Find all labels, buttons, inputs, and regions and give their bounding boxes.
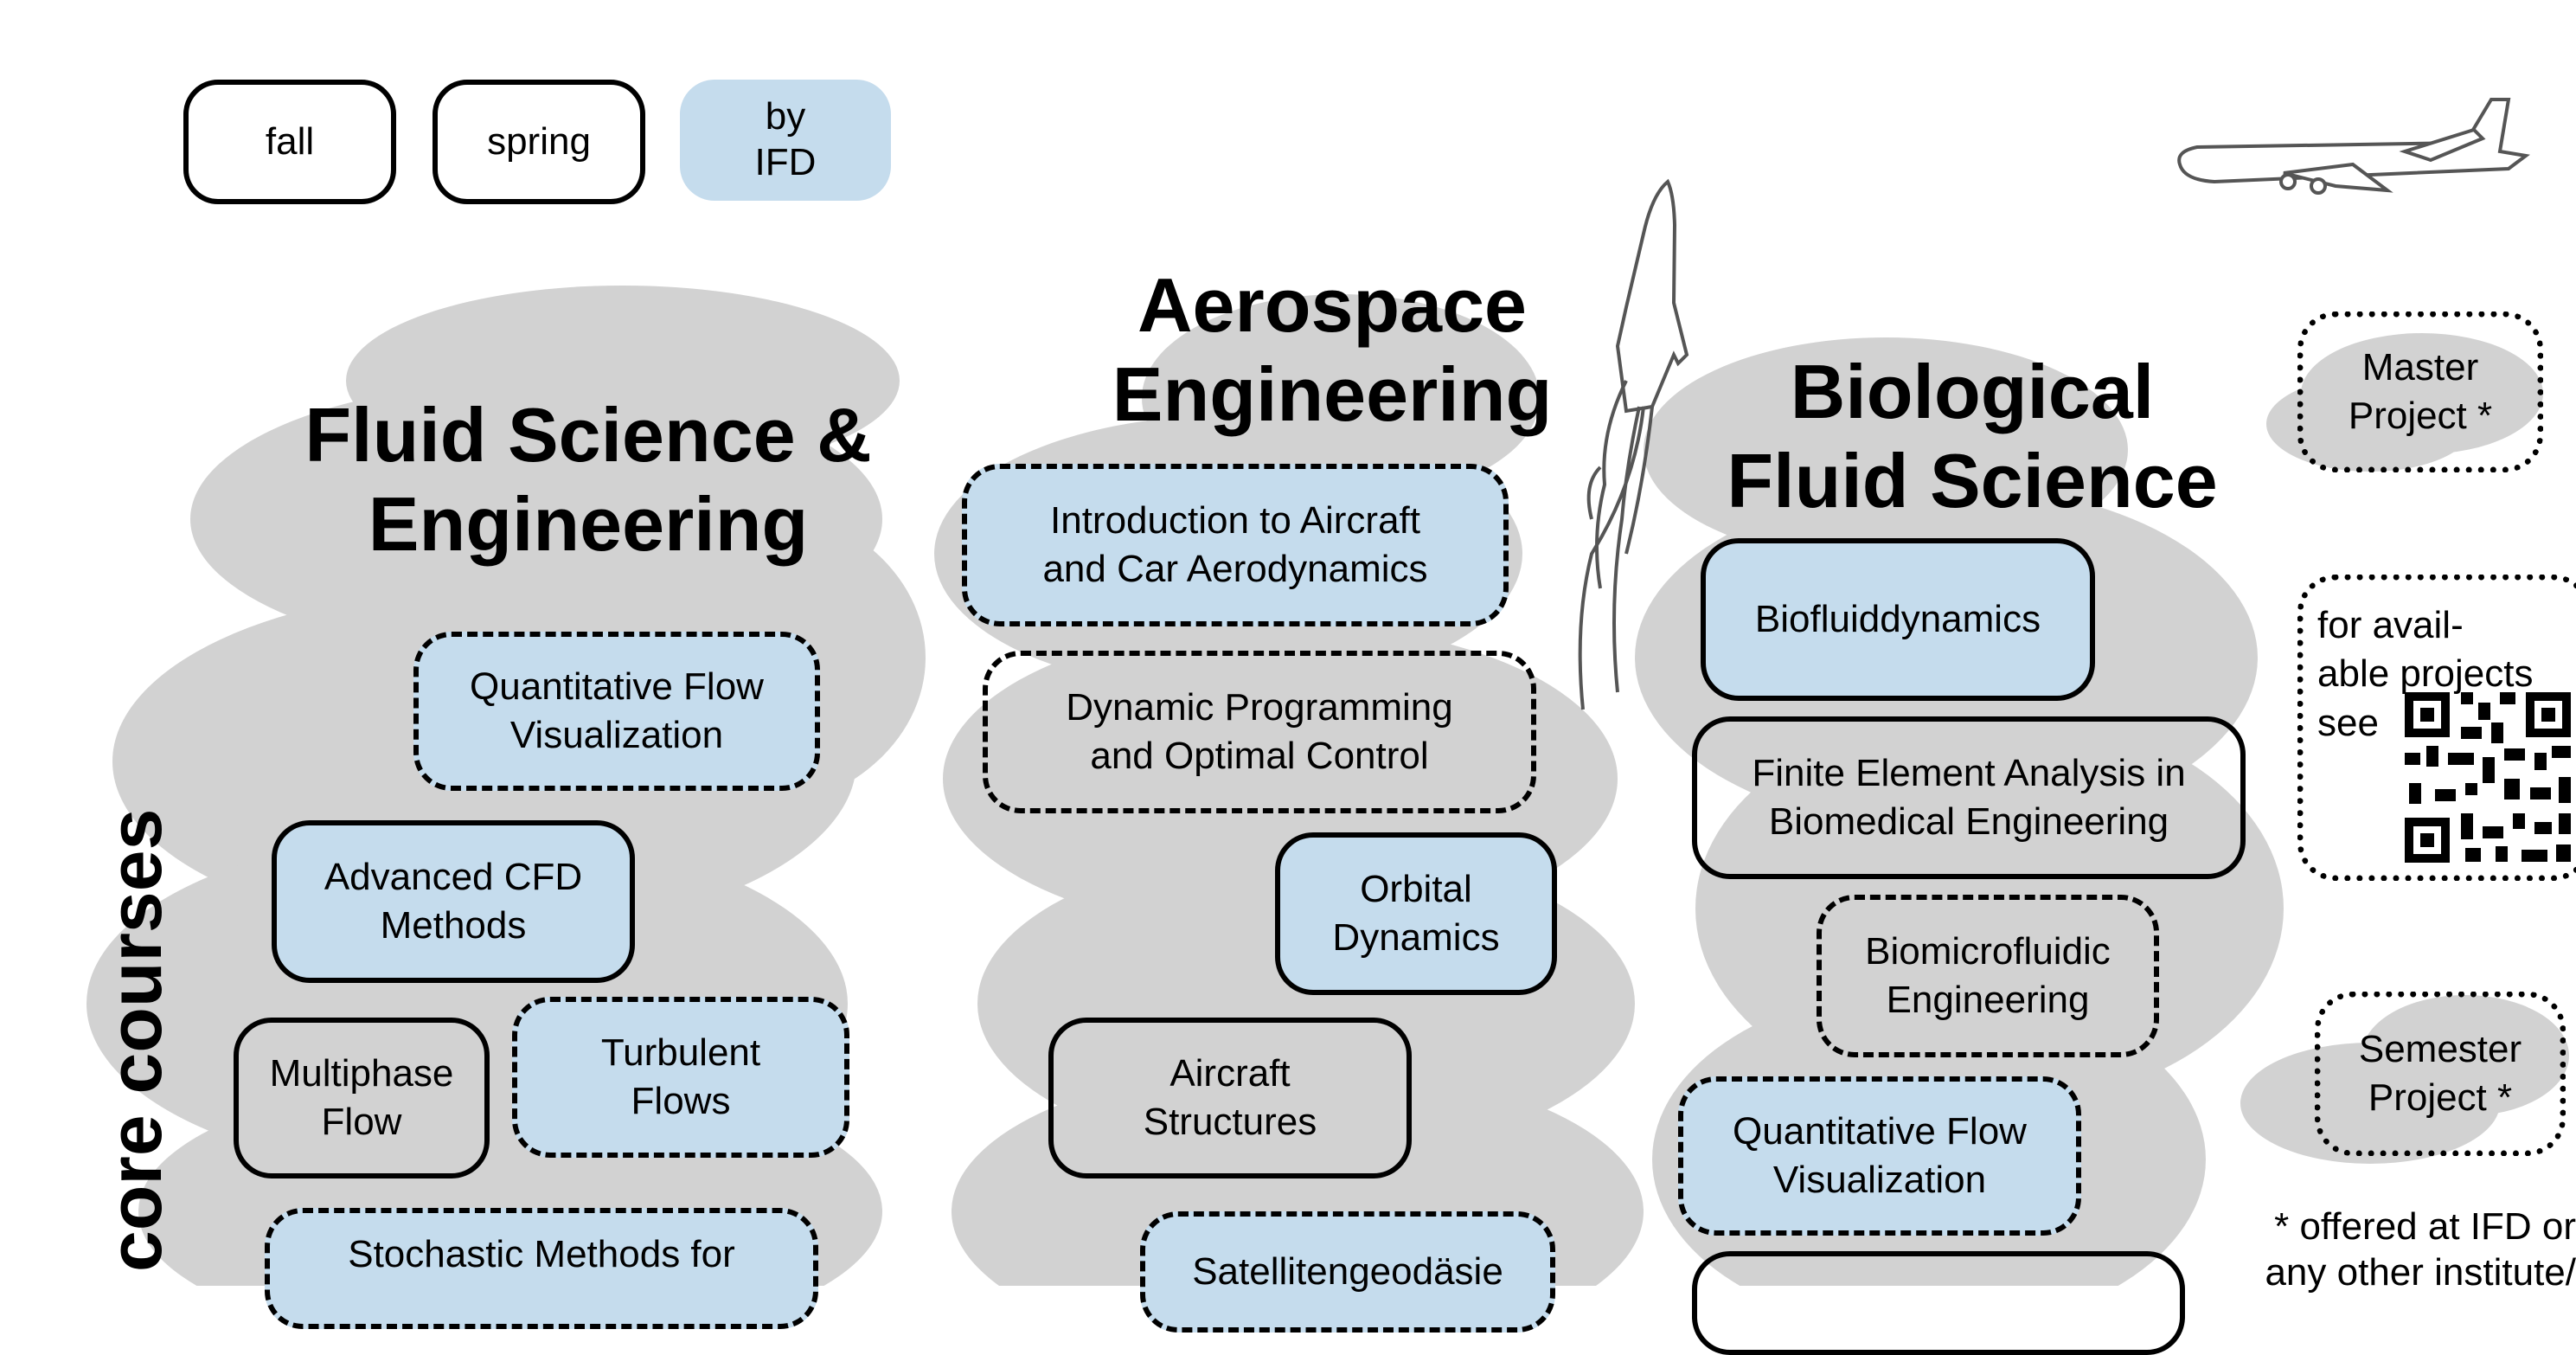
course-advanced-cfd-methods: Advanced CFD Methods (272, 820, 635, 983)
course-quantitative-flow-visualization: Quantitative Flow Visualization (413, 632, 820, 791)
aerospace-title: Aerospace Engineering (1112, 262, 1553, 437)
semester-project: Semester Project * (2315, 992, 2566, 1156)
biological-title: Biological Fluid Science (1727, 349, 2218, 523)
course-quantitative-flow-visualization-bio: Quantitative Flow Visualization (1678, 1076, 2081, 1236)
available-projects-text: for avail- able projects see (2317, 604, 2534, 744)
course-aircraft-structures: Aircraft Structures (1048, 1018, 1412, 1178)
available-projects: for avail- able projects see (2297, 575, 2576, 881)
legend-spring: spring (433, 80, 645, 204)
course-stochastic-methods: Stochastic Methods for (265, 1208, 818, 1329)
course-biofluiddynamics: Biofluiddynamics (1701, 538, 2095, 701)
master-project: Master Project * (2297, 311, 2543, 472)
course-biomicrofluidic-engineering: Biomicrofluidic Engineering (1817, 895, 2159, 1057)
course-unlabeled-bottom (1692, 1251, 2185, 1355)
fluid-science-title: Fluid Science & Engineering (304, 392, 872, 567)
airplane-icon (2177, 98, 2530, 195)
legend-by-ifd: by IFD (680, 80, 891, 201)
core-courses-label: core courses (94, 808, 177, 1272)
course-intro-aircraft-car-aerodynamics: Introduction to Aircraft and Car Aerodyn… (962, 464, 1509, 626)
legend-fall: fall (183, 80, 396, 204)
footnote: * offered at IFD or any other institute/ (2265, 1205, 2576, 1294)
course-turbulent-flows: Turbulent Flows (512, 997, 849, 1158)
course-satellitengeodaesie: Satellitengeodäsie (1140, 1211, 1555, 1333)
course-multiphase-flow: Multiphase Flow (234, 1018, 490, 1178)
course-orbital-dynamics: Orbital Dynamics (1275, 832, 1557, 995)
course-dynamic-programming: Dynamic Programming and Optimal Control (983, 651, 1536, 813)
qr-code-icon (2405, 692, 2571, 863)
course-finite-element-analysis: Finite Element Analysis in Biomedical En… (1692, 716, 2246, 879)
rocket-icon (1578, 178, 1689, 710)
